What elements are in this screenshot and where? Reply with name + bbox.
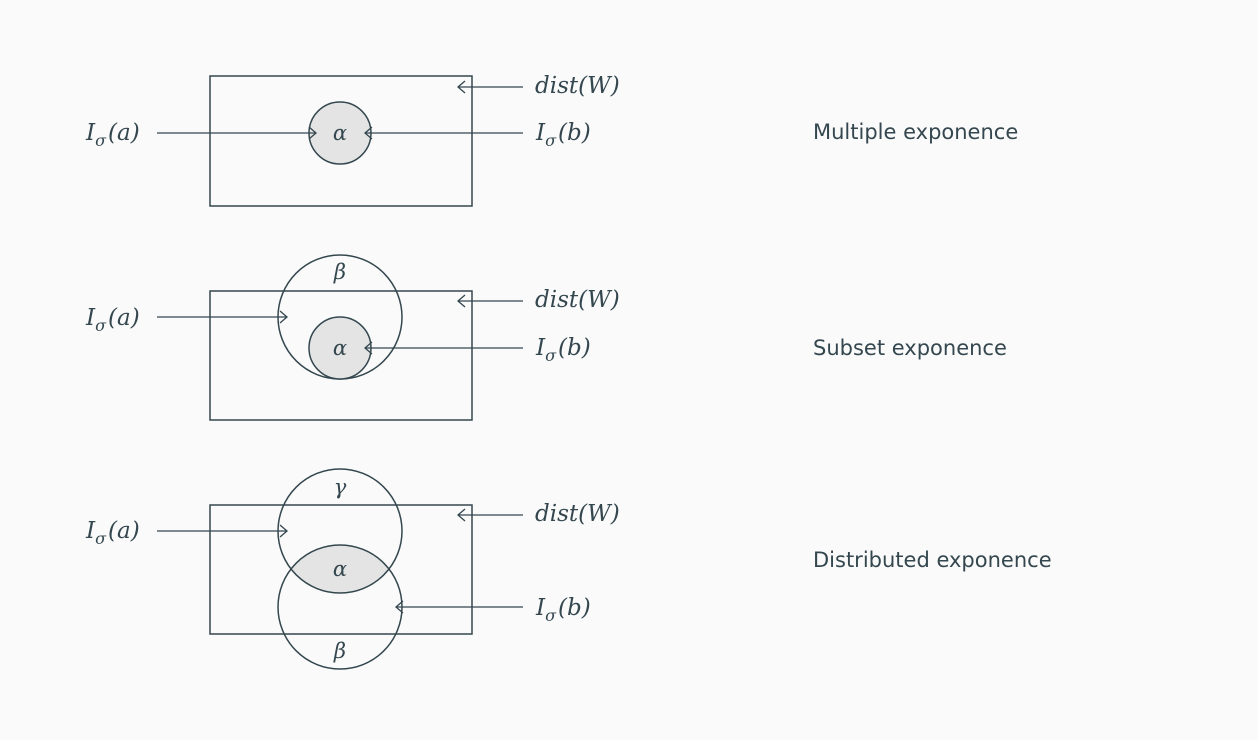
dist-label: dist(W) — [535, 501, 620, 527]
input-b-label: Iσ(b) — [535, 335, 591, 365]
caption-distributed-exponence: Distributed exponence — [813, 548, 1052, 572]
arrow-dist-to-box — [457, 294, 523, 308]
input-a-label: Iσ(a) — [85, 518, 140, 548]
arrow-dist-to-box — [457, 508, 523, 522]
gamma-symbol: γ — [334, 475, 347, 499]
input-a-label: Iσ(a) — [85, 120, 140, 150]
input-a-label: Iσ(a) — [85, 305, 140, 335]
svg-text:Iσ(a): Iσ(a) — [85, 518, 140, 548]
arrow-b-to-beta — [395, 600, 523, 614]
svg-text:Iσ(b): Iσ(b) — [535, 120, 591, 150]
arrow-a-to-gamma — [157, 524, 288, 538]
input-b-label: Iσ(b) — [535, 120, 591, 150]
arrow-a-to-alpha — [157, 126, 317, 140]
caption-subset-exponence: Subset exponence — [813, 336, 1007, 360]
svg-text:Iσ(a): Iσ(a) — [85, 305, 140, 335]
word-box — [209, 75, 473, 207]
alpha-intersection — [278, 545, 402, 593]
panel-distributed-exponence: γ α β Iσ(a) Iσ(b) dist(W) Distributed ex… — [85, 468, 1052, 670]
panel-subset-exponence: β α Iσ(a) Iσ(b) dist(W) Subset exponence — [85, 254, 1007, 421]
caption-multiple-exponence: Multiple exponence — [813, 120, 1018, 144]
arrow-b-to-alpha — [364, 126, 523, 140]
panel-multiple-exponence: α Iσ(a) Iσ(b) dist(W) Multiple exponence — [85, 73, 1018, 207]
svg-text:Iσ(b): Iσ(b) — [535, 595, 591, 625]
dist-label: dist(W) — [535, 287, 620, 313]
arrow-dist-to-box — [457, 80, 523, 94]
beta-symbol: β — [333, 639, 346, 663]
svg-text:Iσ(b): Iσ(b) — [535, 335, 591, 365]
arrow-b-to-alpha — [364, 341, 523, 355]
alpha-symbol: α — [333, 121, 347, 145]
word-box — [209, 504, 473, 635]
alpha-symbol: α — [333, 336, 347, 360]
arrow-a-to-beta — [157, 310, 288, 324]
alpha-symbol: α — [333, 557, 347, 581]
word-box — [209, 290, 473, 421]
beta-symbol: β — [333, 260, 346, 284]
dist-label: dist(W) — [535, 73, 620, 99]
input-b-label: Iσ(b) — [535, 595, 591, 625]
svg-text:Iσ(a): Iσ(a) — [85, 120, 140, 150]
